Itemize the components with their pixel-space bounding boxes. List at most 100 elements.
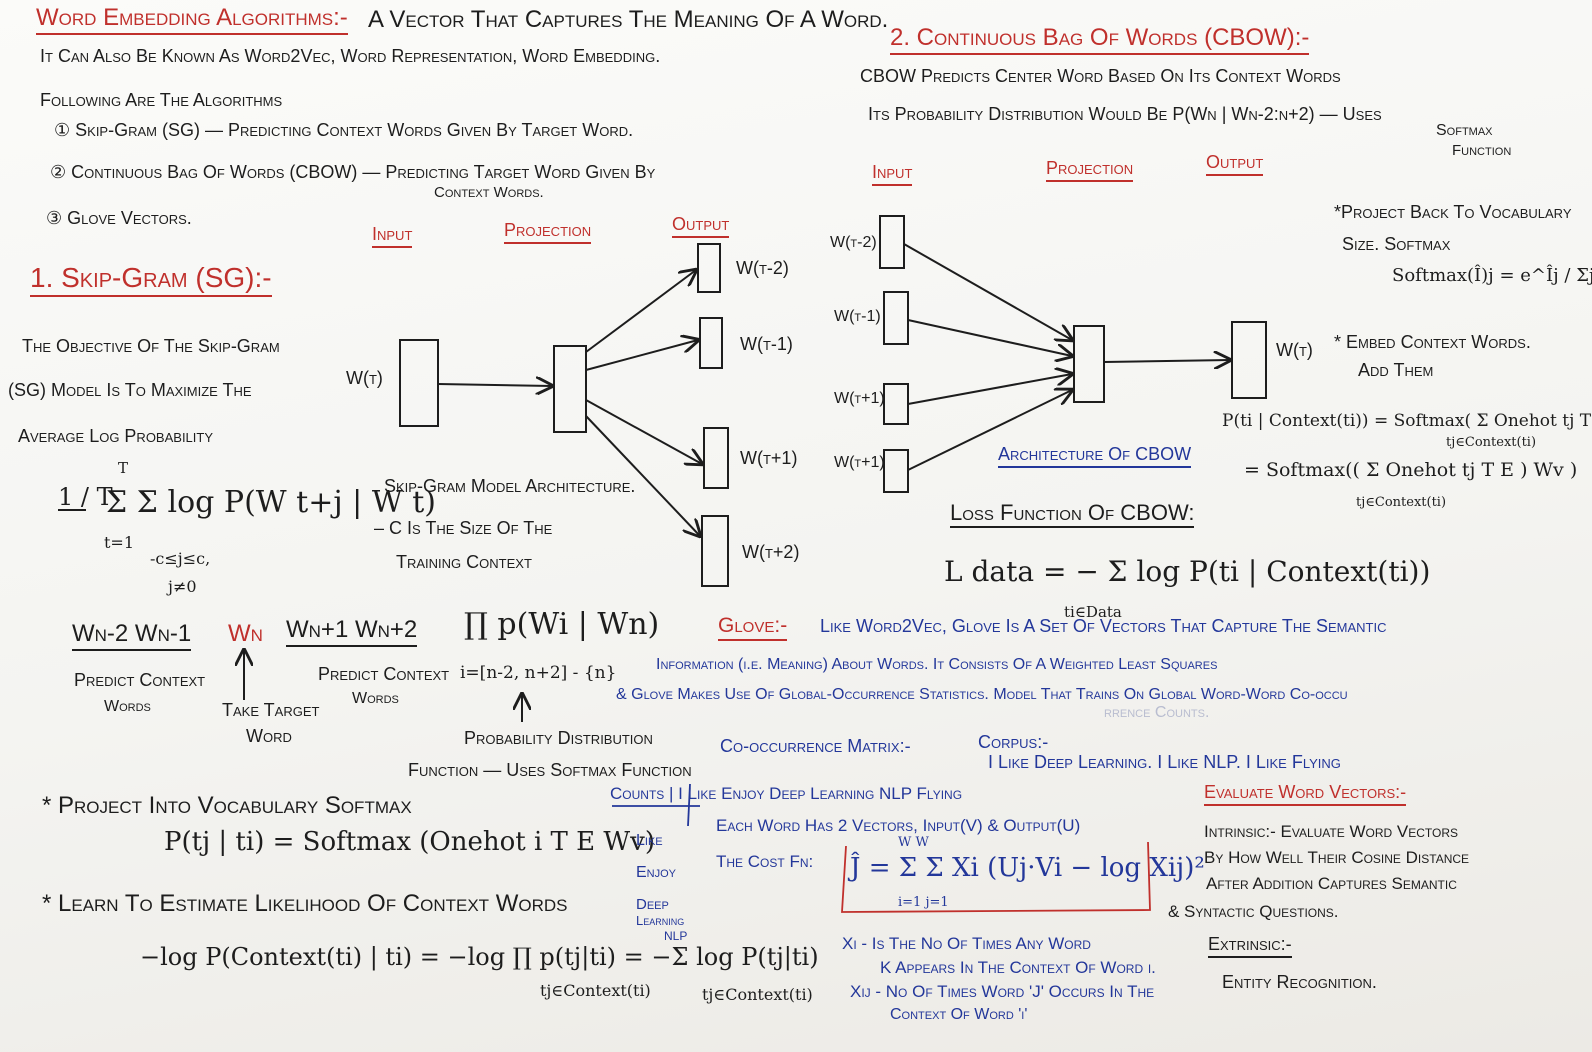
sg-col-input: Input bbox=[372, 224, 413, 248]
sg-words-right: Wn+1 Wn+2 bbox=[286, 616, 418, 647]
glove-xij-def-2: Context Of Word 'i' bbox=[890, 1006, 1028, 1023]
glove-xij-def-1: Xij - No Of Times Word 'J' Occurs In The bbox=[850, 982, 1155, 1001]
sg-project-line: * Project Into Vocabulary Softmax bbox=[42, 792, 412, 819]
cbow-arrow-in-1 bbox=[903, 243, 1072, 340]
glove-heading: Glove:- bbox=[718, 614, 788, 642]
cbow-input-label-1: W(t-2) bbox=[830, 234, 877, 251]
evaluate-intrinsic-3: After Addition Captures Semantic bbox=[1206, 874, 1457, 893]
sg-input-box bbox=[399, 339, 439, 427]
sg-objective-1: The Objective Of The Skip-Gram bbox=[22, 336, 280, 356]
cbow-arch-caption: Architecture Of CBOW bbox=[998, 444, 1192, 468]
sg-arrow-in bbox=[437, 384, 552, 386]
sg-arrow-out-1 bbox=[585, 270, 696, 353]
glove-xi-def-1: Xi - Is The No Of Times Any Word bbox=[842, 934, 1091, 953]
sg-arrow-out-3 bbox=[585, 399, 702, 464]
glove-cost-box bbox=[841, 841, 1151, 913]
sg-output-label-2: W(t-1) bbox=[740, 334, 793, 354]
cbow-project-back-2: Size. Softmax bbox=[1342, 234, 1451, 254]
main-definition: A Vector That Captures The Meaning Of A … bbox=[368, 6, 889, 33]
glove-counts-row-learning: Learning bbox=[636, 913, 685, 928]
cbow-embed-2: Add Them bbox=[1358, 360, 1434, 380]
glove-line-1: Like Word2Vec, Glove Is A Set Of Vectors… bbox=[820, 616, 1387, 636]
cbow-col-output: Output bbox=[1206, 152, 1264, 176]
skipgram-heading: 1. Skip-Gram (SG):- bbox=[30, 262, 272, 298]
evaluate-intrinsic-4: & Syntactic Questions. bbox=[1168, 902, 1339, 921]
algorithm-3: ③ Glove Vectors. bbox=[46, 208, 192, 228]
following-line: Following Are The Algorithms bbox=[40, 90, 283, 110]
sg-take-target-1: Take Target bbox=[222, 700, 320, 720]
sg-predict-left-2: Words bbox=[104, 698, 151, 715]
sg-formula-frac: 1 / T bbox=[58, 483, 113, 511]
sg-objective-2: (SG) Model Is To Maximize The bbox=[8, 380, 252, 400]
glove-line-4: rrence Counts. bbox=[1104, 704, 1210, 721]
sg-formula-sum-top: T bbox=[118, 459, 129, 477]
evaluate-heading: Evaluate Word Vectors:- bbox=[1204, 782, 1407, 806]
sg-arrow-out-2 bbox=[585, 340, 698, 371]
sg-predict-right-2: Words bbox=[352, 690, 399, 707]
sg-c-note-2: Training Context bbox=[396, 552, 532, 572]
cbow-heading: 2. Continuous Bag Of Words (CBOW):- bbox=[890, 24, 1310, 55]
sg-col-projection: Projection bbox=[504, 220, 592, 244]
sg-input-label: W(t) bbox=[346, 368, 383, 388]
cbow-loss-formula: L data = − Σ log P(ti | Context(ti)) bbox=[944, 555, 1431, 588]
sg-formula-inner-range: -c≤j≤c, bbox=[150, 549, 211, 568]
cbow-input-box-4 bbox=[883, 449, 909, 493]
glove-counts-row-deep: Deep bbox=[636, 896, 669, 913]
cbow-projection-box bbox=[1073, 325, 1105, 403]
sg-predict-left-1: Predict Context bbox=[74, 670, 206, 690]
sg-c-note-1: – C Is The Size Of The bbox=[374, 518, 553, 538]
glove-counts-row-enjoy: Enjoy bbox=[636, 864, 677, 881]
evaluate-extrinsic: Extrinsic:- bbox=[1208, 934, 1292, 958]
sg-projection-box bbox=[553, 345, 587, 433]
cbow-input-label-3: W(t+1) bbox=[834, 390, 885, 407]
glove-counts-header: Counts | I Like Enjoy Deep Learning NLP … bbox=[610, 784, 963, 803]
glove-each-word: Each Word Has 2 Vectors, Input(V) & Outp… bbox=[716, 816, 1081, 835]
cbow-input-label-4: W(t+1) bbox=[834, 454, 885, 471]
sg-col-output: Output bbox=[672, 214, 730, 238]
sg-learn-line: * Learn To Estimate Likelihood Of Contex… bbox=[42, 890, 568, 917]
cbow-line-2: Its Probability Distribution Would Be P(… bbox=[868, 104, 1382, 124]
glove-counts-row-like: Like bbox=[636, 832, 663, 849]
cbow-input-box-3 bbox=[883, 383, 909, 425]
sg-formula-inner-ne: j≠0 bbox=[168, 577, 197, 596]
cbow-col-input: Input bbox=[872, 162, 913, 186]
cbow-input-label-2: W(t-1) bbox=[834, 308, 881, 325]
glove-cooccurrence: Co-occurrence Matrix:- bbox=[720, 736, 911, 756]
sg-project-formula: P(tj | ti) = Softmax (Onehot i T E Wv) bbox=[164, 827, 655, 857]
cbow-output-box bbox=[1231, 321, 1267, 399]
sg-prob-dist-2: Function — Uses Softmax Function bbox=[408, 760, 692, 780]
evaluate-extrinsic-example: Entity Recognition. bbox=[1222, 972, 1377, 992]
sg-take-target-2: Word bbox=[246, 726, 292, 746]
cbow-line-1: CBOW Predicts Center Word Based On Its C… bbox=[860, 66, 1341, 86]
cbow-arrow-in-3 bbox=[907, 374, 1072, 405]
glove-corpus-text: I Like Deep Learning. I Like NLP. I Like… bbox=[988, 752, 1341, 772]
cbow-arrow-in-2 bbox=[907, 319, 1072, 356]
glove-cost-top: W W bbox=[898, 835, 929, 850]
cbow-softmax-def: Softmax(Î)j = e^Îj / Σj e^Îj bbox=[1392, 265, 1592, 286]
cbow-p-formula-1: P(ti | Context(ti)) = Softmax( Σ Onehot … bbox=[1222, 411, 1592, 431]
sg-formula-sum-bottom: t=1 bbox=[104, 533, 135, 552]
algorithm-2-cont: Context Words. bbox=[434, 184, 544, 201]
cbow-p-formula-2: = Softmax(( Σ Onehot tj T E ) Wv ) bbox=[1244, 459, 1578, 481]
cbow-softmax-note-2: Function bbox=[1452, 142, 1512, 159]
algorithm-1: ① Skip-Gram (SG) — Predicting Context Wo… bbox=[54, 120, 634, 140]
glove-corpus-label: Corpus:- bbox=[978, 732, 1049, 752]
sg-output-box-2 bbox=[699, 317, 723, 369]
glove-cost-label: The Cost Fn: bbox=[716, 852, 814, 871]
cbow-input-box-2 bbox=[883, 291, 909, 345]
algorithm-2: ② Continuous Bag Of Words (CBOW) — Predi… bbox=[50, 162, 656, 182]
counts-header-divider bbox=[687, 783, 691, 827]
glove-line-3: & Glove Makes Use Of Global-Occurrence S… bbox=[616, 686, 1348, 703]
cbow-loss-heading: Loss Function Of CBOW: bbox=[950, 500, 1195, 529]
sg-output-box-1 bbox=[697, 243, 721, 293]
sg-predict-right-1: Predict Context bbox=[318, 664, 450, 684]
sg-learn-formula: −log P(Context(ti) | ti) = −log ∏ p(tj|t… bbox=[140, 943, 819, 971]
cbow-softmax-note-1: Softmax bbox=[1436, 122, 1493, 139]
cbow-arrow-out bbox=[1103, 360, 1230, 362]
sg-prod-formula: ∏ p(Wi | Wn) bbox=[464, 607, 660, 642]
evaluate-intrinsic-1: Intrinsic:- Evaluate Word Vectors bbox=[1204, 822, 1459, 841]
sg-prod-range: i=[n-2, n+2] - {n} bbox=[460, 663, 617, 683]
aka-line: It Can Also Be Known As Word2Vec, Word R… bbox=[40, 46, 661, 66]
